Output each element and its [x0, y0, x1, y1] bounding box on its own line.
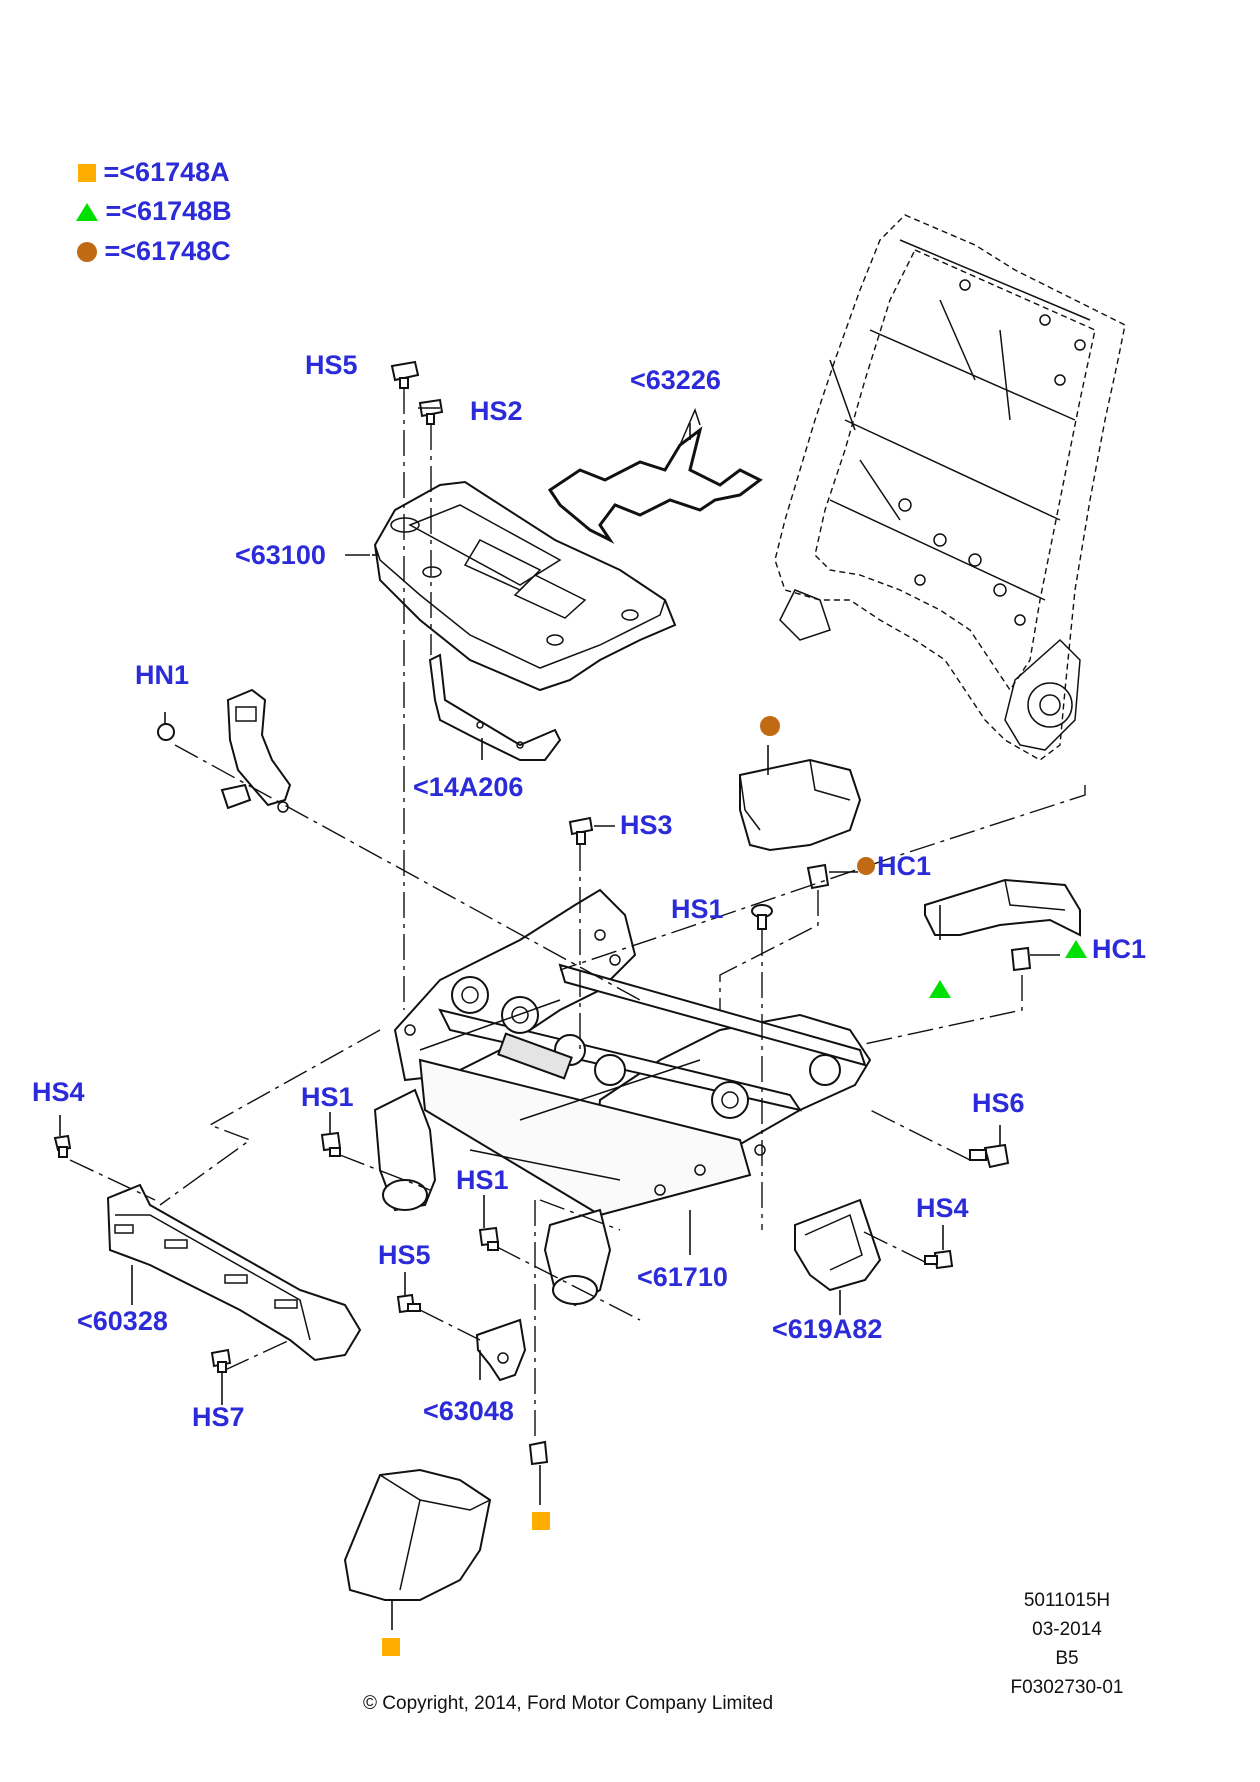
legend-text: =<61748A	[103, 157, 230, 187]
callout-hs7[interactable]: HS7	[192, 1402, 245, 1432]
circle-legend-icon	[77, 242, 97, 262]
circle-marker	[857, 857, 875, 875]
reference-markers	[382, 716, 1087, 1656]
callout-hc1-circle[interactable]: HC1	[877, 851, 932, 881]
leader-lines	[59, 407, 1060, 1630]
fasteners	[53, 360, 1032, 1466]
cover-619a82	[794, 1198, 882, 1292]
callout-hs6[interactable]: HS6	[972, 1088, 1025, 1118]
drawing-revision: B5	[1055, 1648, 1079, 1669]
legend-row-circle: =<61748C	[77, 236, 231, 267]
legend-text: =<61748C	[104, 236, 231, 266]
rail-bracket-60328	[106, 1183, 362, 1362]
legend-row-square: =<61748A	[78, 157, 230, 188]
callout-hc1-triangle[interactable]: HC1	[1092, 934, 1147, 964]
callout-63100[interactable]: <63100	[235, 540, 326, 570]
trim-cover-lower	[343, 1468, 492, 1601]
callout-63226[interactable]: <63226	[630, 365, 721, 395]
circle-marker	[760, 716, 780, 736]
callout-hs3[interactable]: HS3	[620, 810, 673, 840]
callout-60328[interactable]: <60328	[77, 1306, 168, 1336]
callout-hs1-left[interactable]: HS1	[301, 1082, 354, 1112]
triangle-legend-icon	[76, 203, 98, 221]
seat-track-frame	[373, 888, 872, 1307]
callout-hs4-left[interactable]: HS4	[32, 1077, 85, 1107]
callout-hn1[interactable]: HN1	[135, 660, 190, 690]
triangle-marker	[929, 980, 951, 998]
assembly-lines	[69, 388, 1086, 1440]
callout-hs1-mid[interactable]: HS1	[671, 894, 724, 924]
figure-id: F0302730-01	[1010, 1677, 1124, 1698]
bracket-14a206	[428, 653, 562, 761]
triangle-marker	[1065, 940, 1087, 958]
square-marker	[382, 1638, 400, 1656]
callout-hs2[interactable]: HS2	[470, 396, 523, 426]
callout-619a82[interactable]: <619A82	[772, 1314, 883, 1344]
callout-hs1-lower[interactable]: HS1	[456, 1165, 509, 1195]
legend-text: =<61748B	[105, 196, 232, 226]
callout-hs4-right[interactable]: HS4	[916, 1193, 969, 1223]
trim-cover-right	[924, 878, 1081, 937]
seat-pan	[373, 480, 677, 692]
drawing-date: 03-2014	[1032, 1619, 1102, 1640]
drawing-code: 5011015H	[1023, 1590, 1111, 1611]
square-legend-icon	[78, 164, 96, 182]
callout-hs5-lower[interactable]: HS5	[378, 1240, 431, 1270]
seat-back-frame	[774, 214, 1126, 761]
legend-row-triangle: =<61748B	[76, 196, 232, 227]
bracket-63048	[475, 1318, 527, 1382]
copyright-notice: © Copyright, 2014, Ford Motor Company Li…	[363, 1693, 774, 1714]
seat-spring-wire	[547, 407, 763, 544]
callout-hs5-top[interactable]: HS5	[305, 350, 358, 380]
callout-14a206[interactable]: <14A206	[413, 772, 524, 802]
callout-63048[interactable]: <63048	[423, 1396, 514, 1426]
square-marker	[532, 1512, 550, 1530]
trim-cover-upper	[739, 758, 862, 852]
seat-belt-buckle	[157, 688, 292, 813]
callout-61710[interactable]: <61710	[637, 1262, 728, 1292]
